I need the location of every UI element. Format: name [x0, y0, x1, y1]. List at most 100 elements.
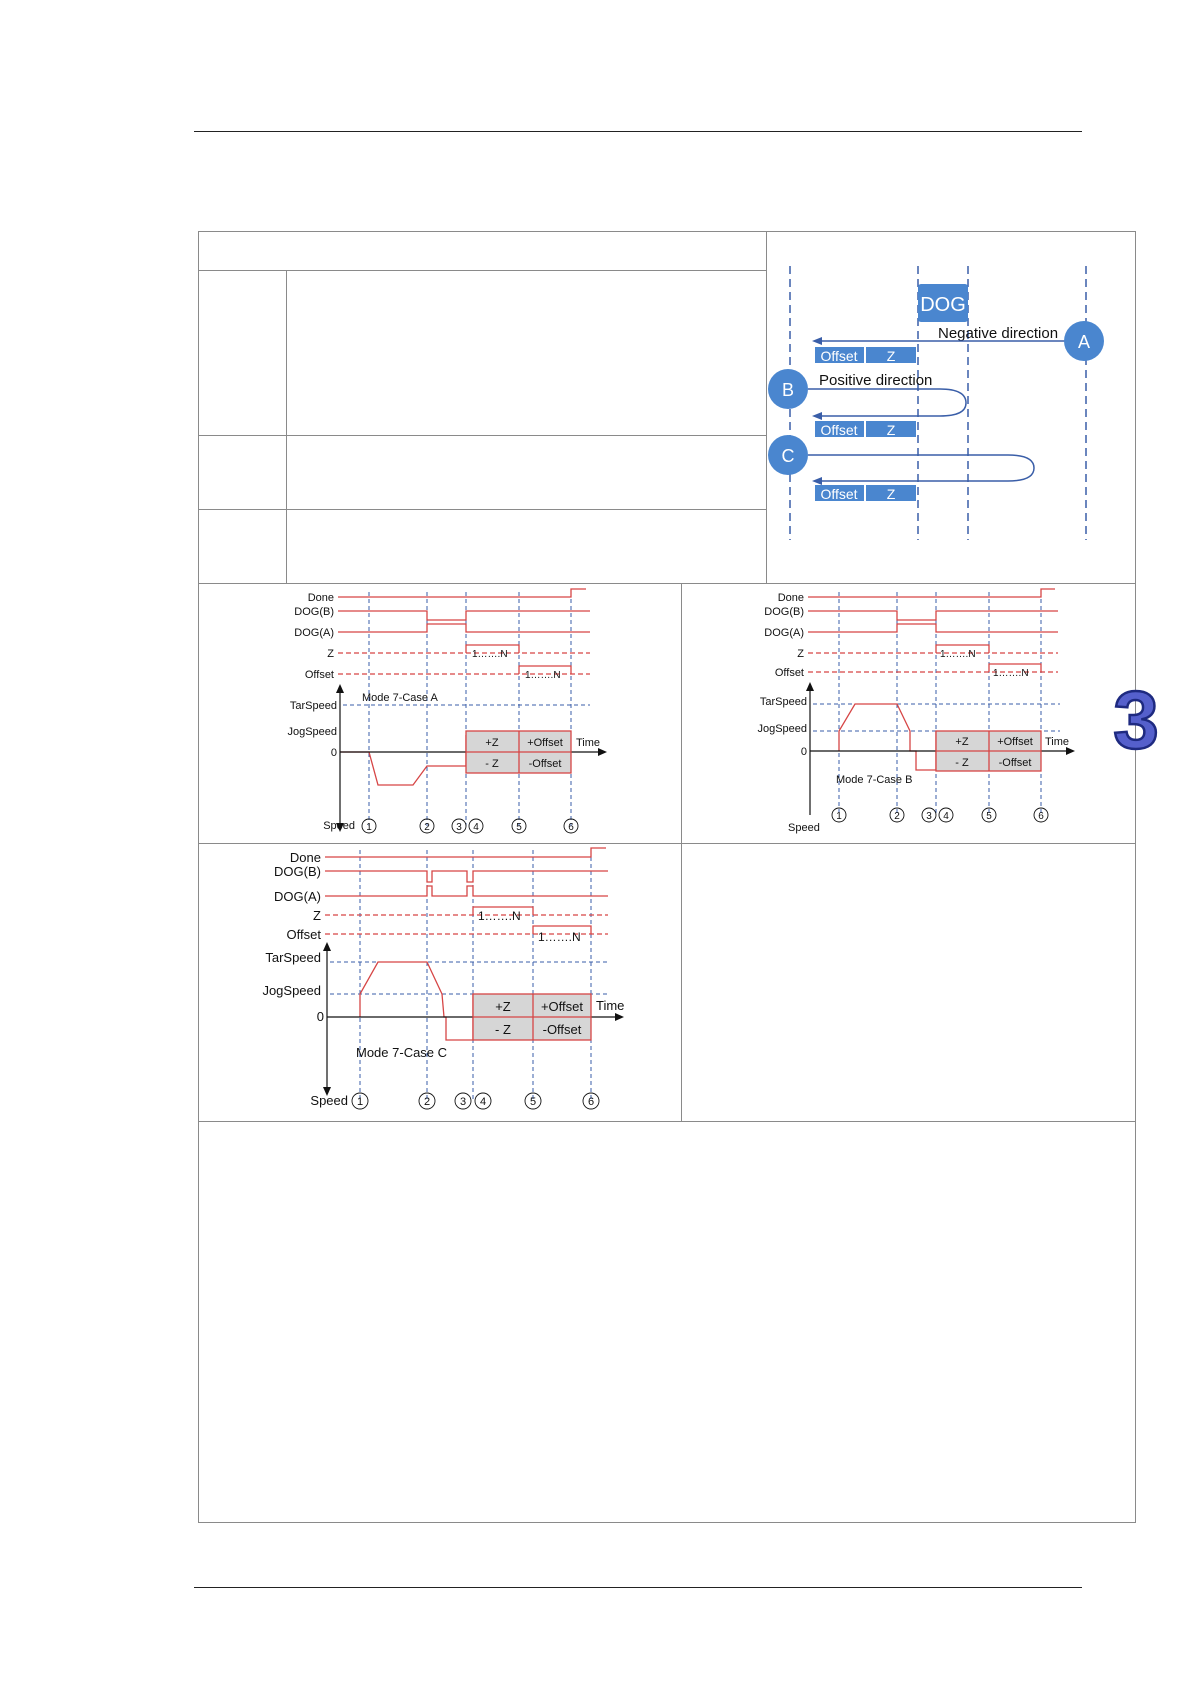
dog-b-label: DOG(B) [294, 606, 334, 618]
done-label: Done [308, 592, 334, 604]
table-label-col [286, 270, 287, 583]
plus-offset-label: +Offset [541, 999, 583, 1014]
offset-label-c: Offset [820, 486, 857, 502]
point-a-circle [1064, 321, 1104, 361]
marker-3: 3 [456, 822, 462, 833]
offset-box-b [815, 421, 864, 437]
point-b-label: B [782, 380, 794, 400]
minus-z-label: - Z [495, 1022, 511, 1037]
z-box-a [866, 347, 916, 363]
positive-direction-label: Positive direction [819, 372, 932, 389]
offset-signal-label: Offset [287, 927, 322, 942]
dog-a-label: DOG(A) [274, 889, 321, 904]
z-label-c: Z [887, 486, 896, 502]
timing-chart-case-a: Done DOG(B) DOG(A) Z Offset TarSpeed Jog… [287, 588, 607, 834]
jogspeed-label: JogSpeed [757, 723, 807, 735]
marker-3: 3 [460, 1096, 466, 1108]
z-label-b: Z [887, 422, 896, 438]
marker-5: 5 [516, 822, 522, 833]
marker-6: 6 [568, 822, 574, 833]
plus-z-label: +Z [485, 737, 498, 749]
marker-4: 4 [473, 822, 479, 833]
point-a-label: A [1078, 332, 1090, 352]
table-row-line [198, 270, 766, 271]
marker-1: 1 [357, 1096, 363, 1108]
minus-offset-label: -Offset [529, 758, 562, 770]
plus-offset-label: +Offset [527, 737, 563, 749]
plus-z-label: +Z [495, 999, 511, 1014]
point-c-circle [768, 435, 808, 475]
marker-1: 1 [836, 811, 842, 822]
tarspeed-label: TarSpeed [265, 950, 321, 965]
table-row-line [198, 583, 1136, 584]
minus-offset-label: -Offset [999, 757, 1032, 769]
point-c-label: C [782, 446, 795, 466]
jogspeed-label: JogSpeed [287, 726, 337, 738]
timing-chart-case-c: Done DOG(B) DOG(A) Z Offset TarSpeed Jog… [262, 847, 624, 1110]
case-b-label: Mode 7-Case B [836, 774, 912, 786]
offset-label-b: Offset [820, 422, 857, 438]
plus-z-label: +Z [955, 736, 968, 748]
z-signal-label: Z [797, 648, 804, 660]
offset-box-c [815, 485, 864, 501]
table-row-line [198, 435, 766, 436]
case-c-label: Mode 7-Case C [356, 1045, 447, 1060]
tarspeed-label: TarSpeed [760, 696, 807, 708]
dog-b-label: DOG(B) [274, 864, 321, 879]
marker-2: 2 [424, 822, 430, 833]
marker-2: 2 [894, 811, 900, 822]
table-row-line [198, 509, 766, 510]
jogspeed-label: JogSpeed [262, 983, 321, 998]
tarspeed-label: TarSpeed [290, 700, 337, 712]
marker-4: 4 [480, 1096, 486, 1108]
zero-label: 0 [801, 746, 807, 758]
zero-label: 0 [317, 1009, 324, 1024]
z-label-a: Z [887, 348, 896, 364]
z-pulse-range: 1…….N [472, 649, 508, 660]
negative-direction-label: Negative direction [938, 325, 1058, 342]
dog-a-label: DOG(A) [294, 627, 334, 639]
speed-label: Speed [788, 822, 820, 834]
dog-b-label: DOG(B) [764, 606, 804, 618]
minus-z-label: - Z [955, 757, 969, 769]
z-signal-label: Z [313, 908, 321, 923]
offset-pulse-range: 1…….N [993, 668, 1029, 679]
offset-pulse-range: 1…….N [538, 930, 581, 944]
marker-5: 5 [530, 1096, 536, 1108]
z-box-b [866, 421, 916, 437]
speed-label: Speed [310, 1093, 348, 1108]
marker-4: 4 [943, 811, 949, 822]
dog-a-label: DOG(A) [764, 627, 804, 639]
offset-signal-label: Offset [305, 669, 334, 681]
marker-2: 2 [424, 1096, 430, 1108]
header-rule [194, 131, 1082, 132]
table-row-line [198, 1121, 1136, 1122]
offset-pulse-range: 1…….N [525, 670, 561, 681]
minus-z-label: - Z [485, 758, 499, 770]
footer-rule [194, 1587, 1082, 1588]
chapter-number-tab: 3 [1112, 676, 1160, 758]
marker-6: 6 [588, 1096, 594, 1108]
done-label: Done [290, 850, 321, 865]
table-vline-mid [681, 583, 682, 1121]
done-label: Done [778, 592, 804, 604]
offset-box-a [815, 347, 864, 363]
z-pulse-range: 1…….N [940, 649, 976, 660]
case-a-label: Mode 7-Case A [362, 692, 438, 704]
time-label: Time [576, 737, 600, 749]
table-row-line [198, 843, 1136, 844]
table-vline-top [766, 231, 767, 583]
dog-label: DOG [920, 294, 966, 316]
table-frame [198, 231, 1136, 1523]
speed-label: Speed [323, 820, 355, 832]
offset-label-a: Offset [820, 348, 857, 364]
plus-offset-label: +Offset [997, 736, 1033, 748]
z-signal-label: Z [327, 648, 334, 660]
time-label: Time [1045, 736, 1069, 748]
marker-1: 1 [366, 822, 372, 833]
dog-box [918, 284, 968, 322]
marker-5: 5 [986, 811, 992, 822]
marker-3: 3 [926, 811, 932, 822]
zero-label: 0 [331, 747, 337, 759]
point-b-circle [768, 369, 808, 409]
